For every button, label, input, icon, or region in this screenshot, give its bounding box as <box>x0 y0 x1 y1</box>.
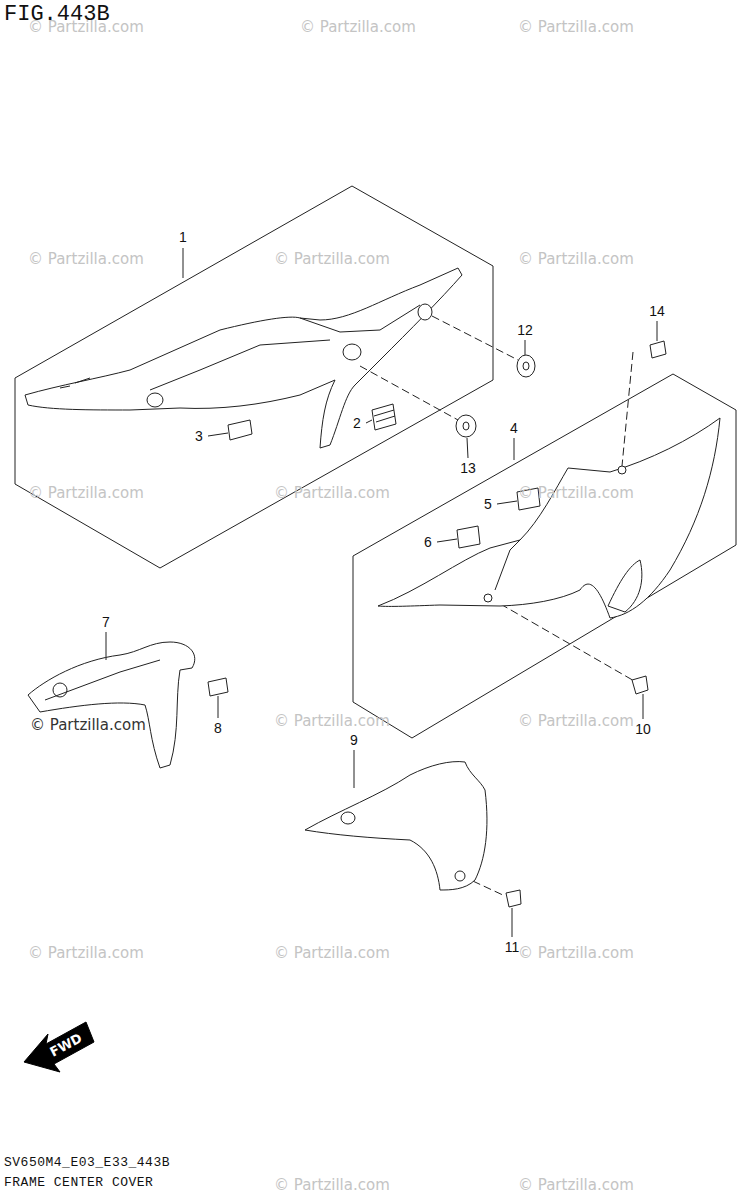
watermark: © Partzilla.com <box>518 946 634 961</box>
grommet-part <box>463 422 469 430</box>
callout-number: 8 <box>214 721 222 735</box>
figure-caption: FRAME CENTER COVER <box>4 1176 153 1189</box>
grommet-part <box>456 415 476 437</box>
watermark: © Partzilla.com <box>518 714 634 729</box>
part-detail <box>495 540 520 590</box>
inner-cover-part <box>28 642 195 768</box>
watermark: © Partzilla.com <box>28 20 144 35</box>
screw-part <box>650 341 666 358</box>
leader-line <box>497 501 517 504</box>
part-detail <box>300 305 420 332</box>
watermark: © Partzilla.com <box>30 718 146 733</box>
leader-line <box>467 438 468 458</box>
group-outline <box>15 186 493 568</box>
mount-boss <box>343 344 361 360</box>
watermark: © Partzilla.com <box>518 252 634 267</box>
grommet-part <box>517 355 535 377</box>
watermark: © Partzilla.com <box>518 20 634 35</box>
watermark: © Partzilla.com <box>28 946 144 961</box>
callout-number: 1 <box>179 230 187 244</box>
callout-number: 10 <box>635 722 651 736</box>
watermark: © Partzilla.com <box>300 20 416 35</box>
leader-line <box>525 340 526 355</box>
forward-arrow <box>24 1022 94 1072</box>
side-cover-part <box>378 418 720 618</box>
leader-line <box>366 420 372 423</box>
watermark: © Partzilla.com <box>274 252 390 267</box>
callout-number: 11 <box>505 940 520 954</box>
pad-part <box>228 420 252 440</box>
mount-boss <box>147 393 163 407</box>
group-outline <box>353 374 736 738</box>
screw-part <box>632 676 648 694</box>
fitting-line <box>360 366 458 420</box>
watermark: © Partzilla.com <box>274 946 390 961</box>
pad-part <box>457 526 480 548</box>
watermark: © Partzilla.com <box>518 1178 634 1193</box>
leader-line <box>643 694 644 719</box>
leader-line <box>183 248 184 278</box>
fitting-line <box>622 352 633 466</box>
part-detail <box>60 378 90 388</box>
callout-number: 9 <box>350 733 358 747</box>
watermark: © Partzilla.com <box>274 486 390 501</box>
callout-number: 14 <box>649 304 665 318</box>
pad-part <box>208 678 228 696</box>
leader-line <box>208 433 228 436</box>
callout-number: 6 <box>424 535 432 549</box>
callout-number: 12 <box>517 323 533 337</box>
callout-number: 3 <box>195 429 203 443</box>
grommet-part <box>523 362 529 370</box>
fitting-line <box>432 316 518 360</box>
mount-boss <box>418 304 432 320</box>
callout-number: 4 <box>510 421 518 435</box>
watermark: © Partzilla.com <box>28 486 144 501</box>
hole <box>341 812 355 824</box>
lower-cover-part <box>305 762 487 890</box>
callout-number: 2 <box>353 416 361 430</box>
watermark: © Partzilla.com <box>274 714 390 729</box>
leader-line <box>218 696 219 718</box>
part-detail <box>608 560 642 612</box>
hole <box>455 871 465 881</box>
figure-code: SV650M4_E03_E33_443B <box>4 1156 170 1169</box>
callout-number: 13 <box>460 461 476 475</box>
frame-cover-part <box>25 268 462 448</box>
watermark: © Partzilla.com <box>28 252 144 267</box>
part-detail <box>45 660 160 700</box>
callout-number: 5 <box>484 497 492 511</box>
screw-part <box>506 890 521 907</box>
hole <box>618 466 626 474</box>
hole <box>484 594 492 602</box>
leader-line <box>106 632 107 660</box>
callout-number: 7 <box>102 615 110 629</box>
watermark: © Partzilla.com <box>274 1178 390 1193</box>
leader-line <box>512 908 513 937</box>
leader-line <box>354 750 355 788</box>
part-detail <box>374 410 395 422</box>
watermark: © Partzilla.com <box>518 486 634 501</box>
leader-line <box>437 539 457 542</box>
leader-line <box>657 321 658 341</box>
pad-part <box>372 404 396 430</box>
part-detail <box>150 340 330 390</box>
leader-line <box>514 438 515 460</box>
